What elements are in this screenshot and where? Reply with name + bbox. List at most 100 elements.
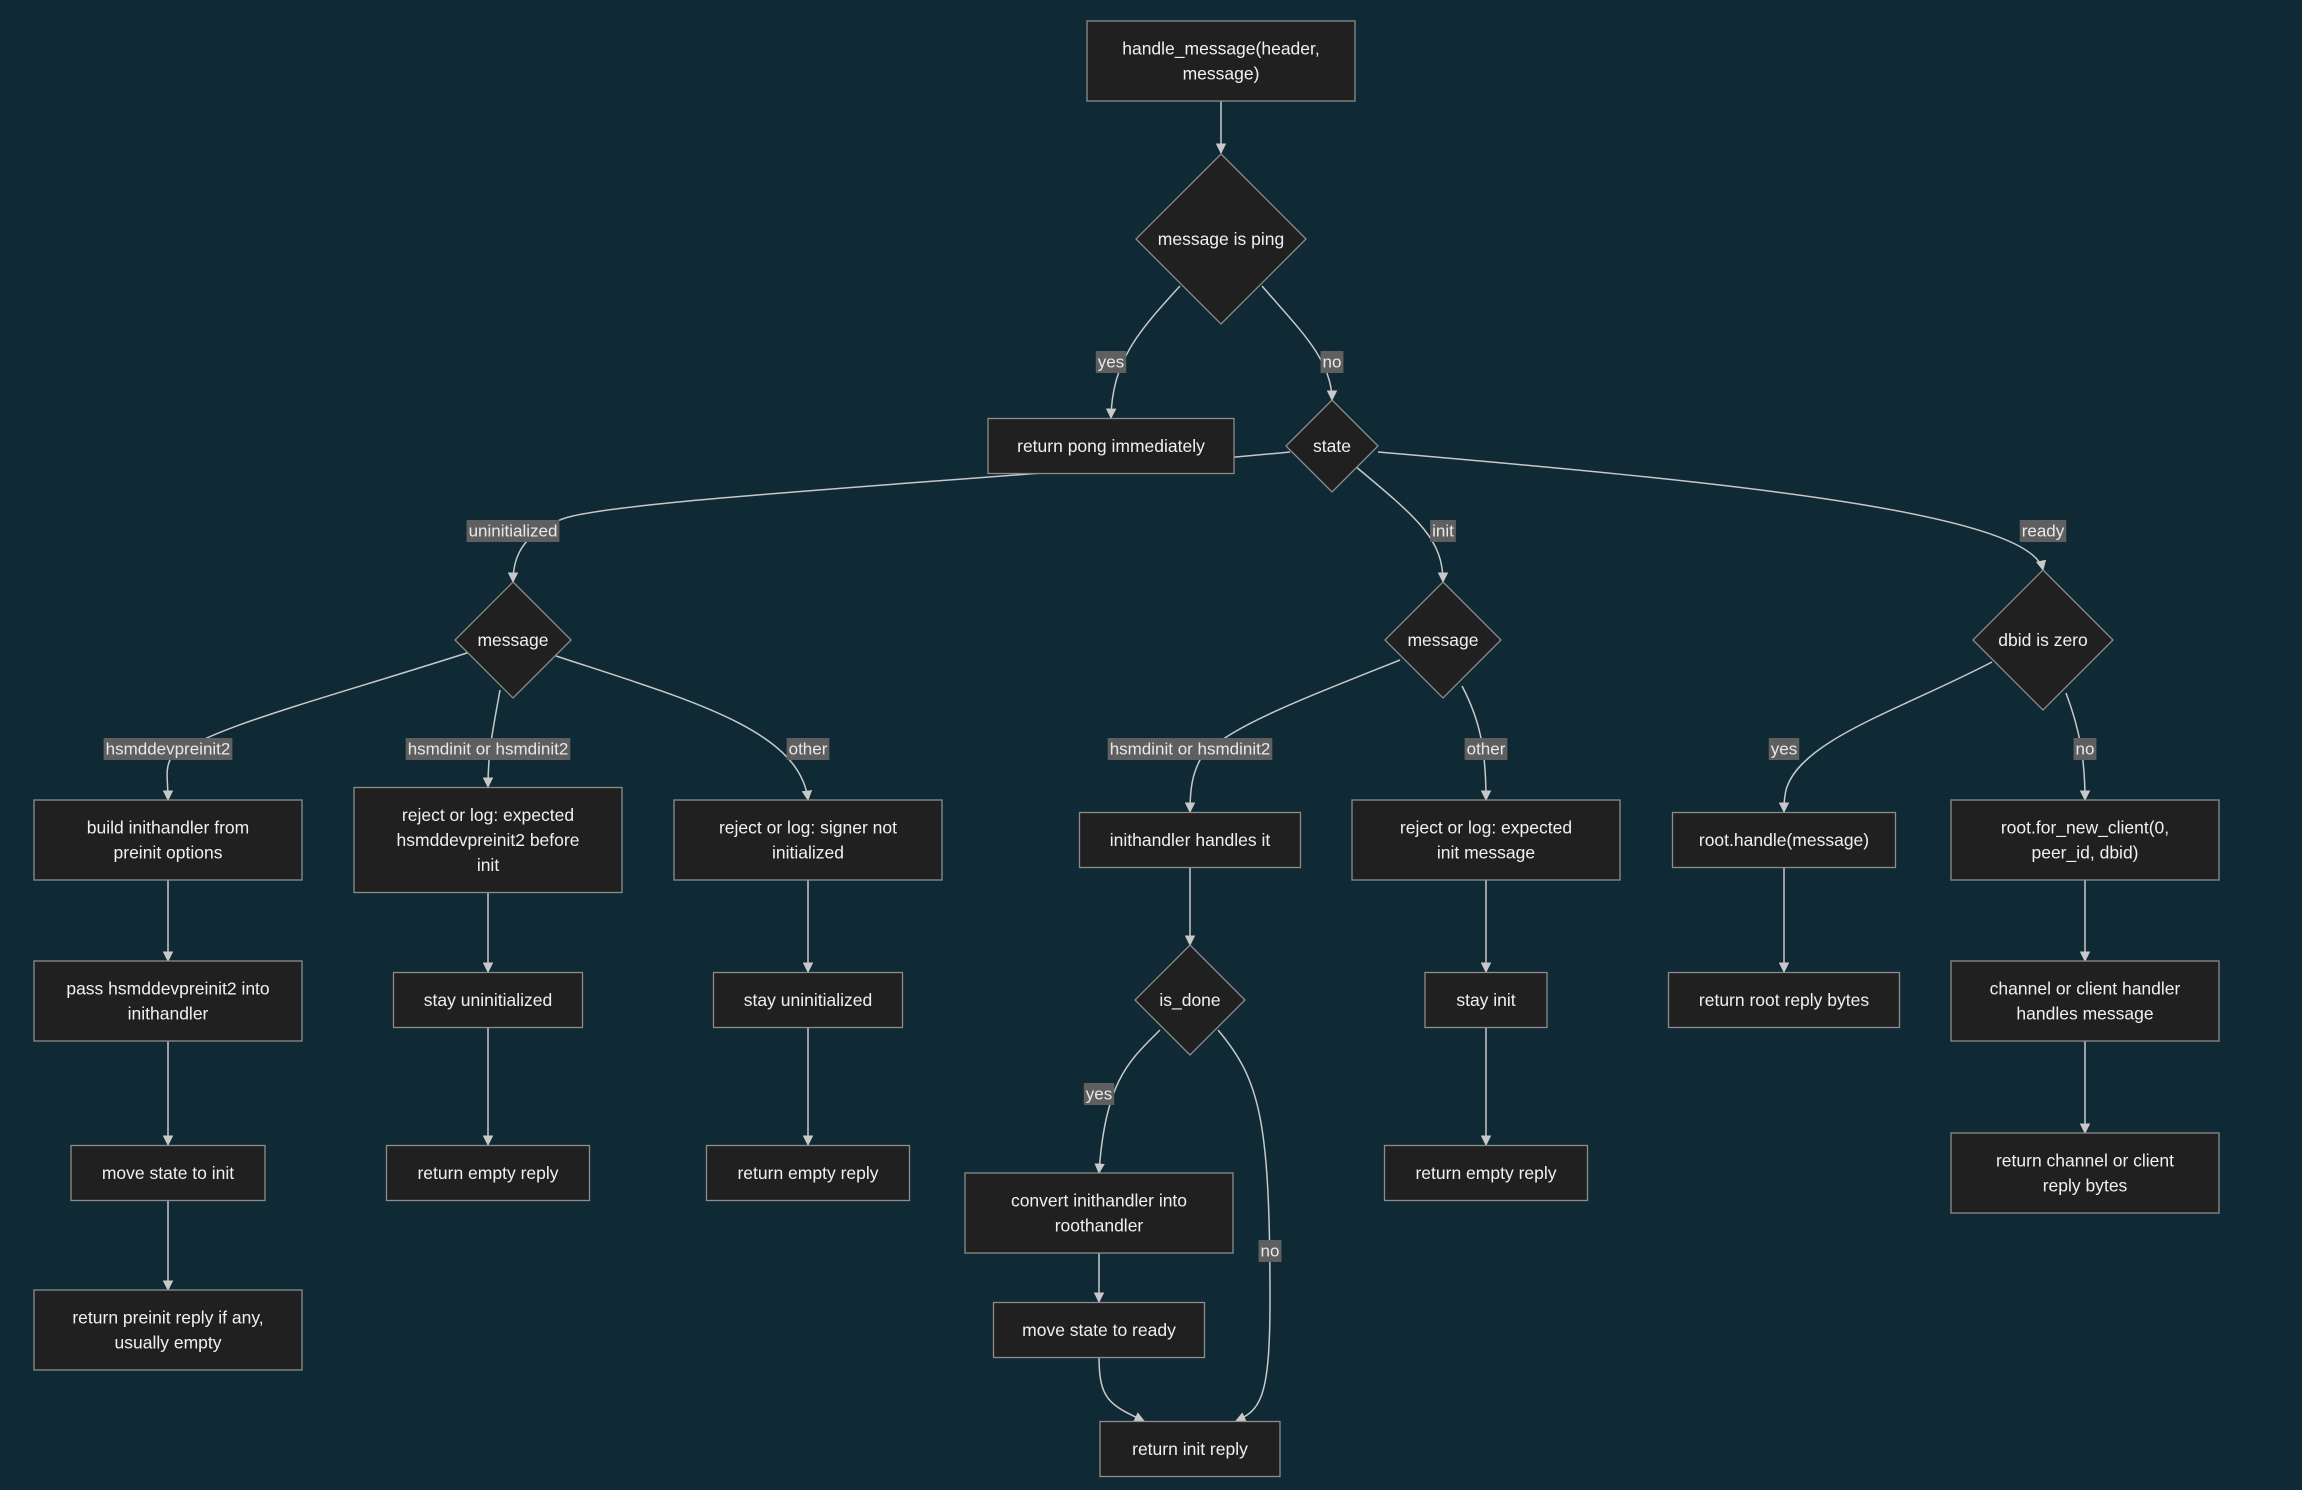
node-label-line: inithandler <box>128 1004 209 1024</box>
node-box <box>1424 971 1548 1029</box>
node-pass-hsmddevpreinit2: pass hsmddevpreinit2 into inithandler <box>33 960 303 1042</box>
edge-ping-yes <box>1105 285 1181 420</box>
edge-label-text: other <box>789 740 828 759</box>
node-label-line: reply bytes <box>2043 1176 2128 1196</box>
edge-move-ready-to-return-init <box>1098 1356 1145 1422</box>
node-label-line: build inithandler from <box>87 818 249 838</box>
edge-label-text: no <box>2076 740 2095 759</box>
edge-label-text: yes <box>1771 740 1797 759</box>
node-box <box>712 971 904 1029</box>
node-move-state-to-ready: move state to ready <box>992 1301 1206 1359</box>
decision-diamond <box>1285 399 1379 493</box>
node-message-uninitialized: message <box>454 581 572 699</box>
node-dbid-is-zero: dbid is zero <box>1972 569 2114 711</box>
edge-label-yes-done: yes <box>1083 1083 1115 1105</box>
node-label-line: return empty reply <box>417 1163 558 1183</box>
decision-diamond <box>1384 581 1502 699</box>
node-label-line: root.for_new_client(0, <box>2001 818 2169 839</box>
node-label-line: stay uninitialized <box>744 990 872 1010</box>
edge-label-text: hsmddevpreinit2 <box>106 740 231 759</box>
edge-label-hsmdinit-uninit: hsmdinit or hsmdinit2 <box>405 738 571 760</box>
edge-label-background <box>1320 351 1344 373</box>
edge-label-text: init <box>1432 522 1454 541</box>
node-handle-message: handle_message(header,message) <box>1086 20 1356 102</box>
decision-diamond <box>1135 153 1307 325</box>
node-channel-handler: channel or client handler handles message <box>1950 960 2220 1042</box>
edge-label-text: no <box>1261 1242 1280 1261</box>
node-label-line: pass hsmddevpreinit2 into <box>66 979 269 999</box>
node-label-line: return channel or client <box>1996 1151 2174 1171</box>
node-label-line: channel or client handler <box>1990 979 2181 999</box>
node-root-handle: root.handle(message) <box>1671 811 1897 869</box>
edge-label-text: ready <box>2022 522 2065 541</box>
edge-label-background <box>1107 738 1273 760</box>
edge-label-ready: ready <box>2019 520 2067 542</box>
edge-label-text: yes <box>1086 1085 1112 1104</box>
edge-label-background <box>1083 1083 1115 1105</box>
edge-msg-hsmddevpreinit2 <box>162 651 471 802</box>
node-message-init: message <box>1384 581 1502 699</box>
node-label-line: return empty reply <box>1415 1163 1556 1183</box>
node-return-init-reply: return init reply <box>1099 1420 1281 1478</box>
node-box <box>1383 1144 1589 1202</box>
node-label-line: init <box>477 855 500 875</box>
node-box <box>987 417 1235 475</box>
decision-diamond <box>1134 944 1246 1056</box>
node-return-empty-reply-3: return empty reply <box>1383 1144 1589 1202</box>
edge-ping-no <box>1261 285 1338 402</box>
edge-label-text: hsmdinit or hsmdinit2 <box>1110 740 1271 759</box>
edge-isdone-yes <box>1094 1029 1161 1175</box>
node-box <box>673 799 943 881</box>
node-return-empty-reply-2: return empty reply <box>705 1144 911 1202</box>
edge-label-no-dbid: no <box>2073 738 2097 760</box>
node-box <box>1099 1420 1281 1478</box>
node-label-line: handle_message(header, <box>1122 39 1320 60</box>
node-label-line: inithandler handles it <box>1110 830 1271 850</box>
node-box <box>392 971 584 1029</box>
node-label-line: return pong immediately <box>1017 436 1205 456</box>
edge-label-background <box>786 738 830 760</box>
node-label-line: handles message <box>2016 1004 2153 1024</box>
edge-msg-hsmdinit-init <box>1184 659 1401 814</box>
node-label-line: return init reply <box>1132 1439 1248 1459</box>
node-label-line: preinit options <box>114 843 223 863</box>
edge-label-text: uninitialized <box>469 522 558 541</box>
node-return-pong: return pong immediately <box>987 417 1235 475</box>
node-box <box>1671 811 1897 869</box>
edge-label-background <box>466 520 560 542</box>
edge-dbid-yes <box>1778 661 1993 814</box>
node-state: state <box>1285 399 1379 493</box>
edge-msg-other-init <box>1461 685 1492 802</box>
edge-label-no-ping: no <box>1320 351 1344 373</box>
edge-label-background <box>103 738 233 760</box>
edge-label-background <box>1258 1240 1282 1262</box>
node-stay-init: stay init <box>1424 971 1548 1029</box>
node-label-line: move state to init <box>102 1163 234 1183</box>
edge-label-background <box>2073 738 2097 760</box>
node-box <box>964 1172 1234 1254</box>
edge-label-yes-ping: yes <box>1095 351 1127 373</box>
node-box <box>353 786 623 894</box>
edges-layer <box>162 101 2091 1422</box>
node-box <box>705 1144 911 1202</box>
node-box <box>1351 799 1621 881</box>
edge-label-hsmddevpreinit2: hsmddevpreinit2 <box>103 738 233 760</box>
node-label-line: peer_id, dbid) <box>2031 843 2138 864</box>
node-box <box>33 799 303 881</box>
node-build-inithandler: build inithandler from preinit options <box>33 799 303 881</box>
edge-labels-layer: yes no uninitialized init ready hsmddevpreini… <box>103 351 2097 1262</box>
edge-label-text: other <box>1467 740 1506 759</box>
node-box <box>33 960 303 1042</box>
node-box <box>33 1289 303 1371</box>
node-stay-uninitialized-2: stay uninitialized <box>712 971 904 1029</box>
node-box <box>1950 1132 2220 1214</box>
edge-state-init <box>1354 465 1449 584</box>
node-box <box>1667 971 1901 1029</box>
edge-label-yes-dbid: yes <box>1768 738 1800 760</box>
node-box <box>70 1144 266 1202</box>
node-label-line: return preinit reply if any, <box>72 1308 263 1328</box>
node-move-state-to-init: move state to init <box>70 1144 266 1202</box>
